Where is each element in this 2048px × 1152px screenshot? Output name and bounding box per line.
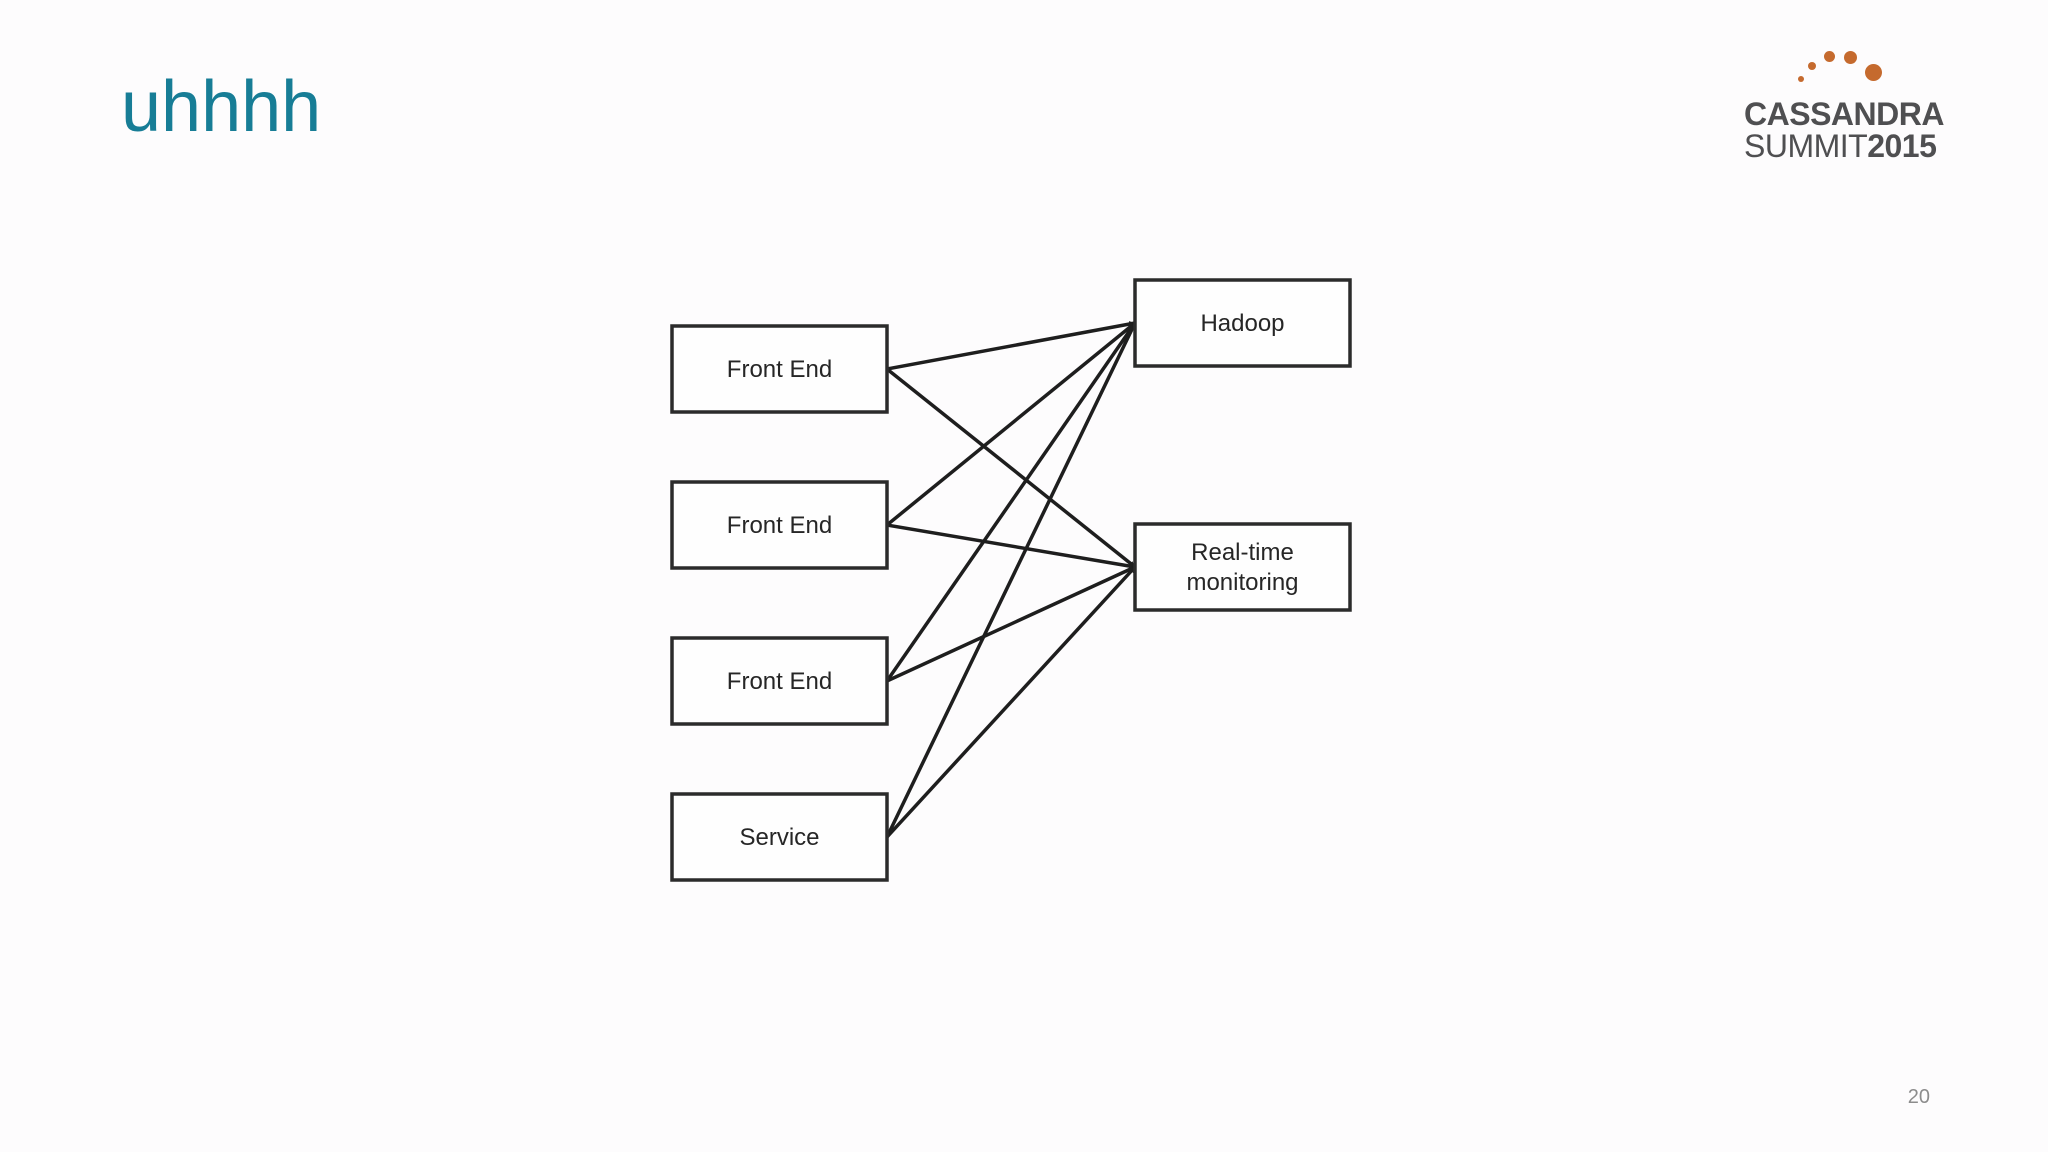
logo-dot <box>1824 51 1835 62</box>
box-outline <box>670 480 889 570</box>
logo-dot <box>1844 51 1857 64</box>
box-label: Front End <box>727 668 832 695</box>
arrow-svc-to-hadoop <box>885 322 1137 838</box>
logo-wordmark-cassandra: CASSANDRA <box>1744 96 1944 132</box>
box-label: Hadoop <box>1200 310 1284 337</box>
arrow-fe2-to-rtm <box>886 523 1136 570</box>
box-label: Real-time <box>1191 539 1294 566</box>
logo-summit-text: SUMMIT <box>1744 128 1868 164</box>
box-label: Service <box>739 824 819 851</box>
cassandra-summit-logo: CASSANDRA SUMMIT2015 <box>1736 44 1956 164</box>
logo-wordmark-summit: SUMMIT2015 <box>1744 128 1937 164</box>
slide-title: uhhhh <box>121 67 322 147</box>
logo-dot <box>1808 62 1816 70</box>
arrow-svc-to-rtm <box>885 565 1137 839</box>
logo-year-text: 2015 <box>1867 128 1937 164</box>
box-outline <box>1133 278 1352 368</box>
box-fe1: Front End <box>670 324 889 414</box>
box-svc: Service <box>670 792 889 882</box>
box-label: Front End <box>727 356 832 383</box>
logo-dot <box>1798 76 1804 82</box>
box-outline <box>670 636 889 726</box>
arrow-fe3-to-hadoop <box>885 322 1137 682</box>
arrow-fe2-to-hadoop <box>885 321 1137 527</box>
box-fe3: Front End <box>670 636 889 726</box>
arrow-fe1-to-hadoop <box>886 321 1136 371</box>
edges <box>885 321 1137 839</box>
box-fe2: Front End <box>670 480 889 570</box>
box-hadoop: Hadoop <box>1133 278 1352 368</box>
box-outline <box>1133 522 1352 612</box>
box-label: Front End <box>727 512 832 539</box>
page-number: 20 <box>1907 1086 1930 1108</box>
box-outline <box>670 792 889 882</box>
box-label: monitoring <box>1186 569 1298 596</box>
box-outline <box>670 324 889 414</box>
arrow-fe1-to-rtm <box>885 367 1137 569</box>
arrow-fe3-to-rtm <box>886 565 1136 683</box>
logo-dot <box>1865 64 1882 81</box>
box-rtm: Real-time monitoring <box>1133 522 1352 612</box>
